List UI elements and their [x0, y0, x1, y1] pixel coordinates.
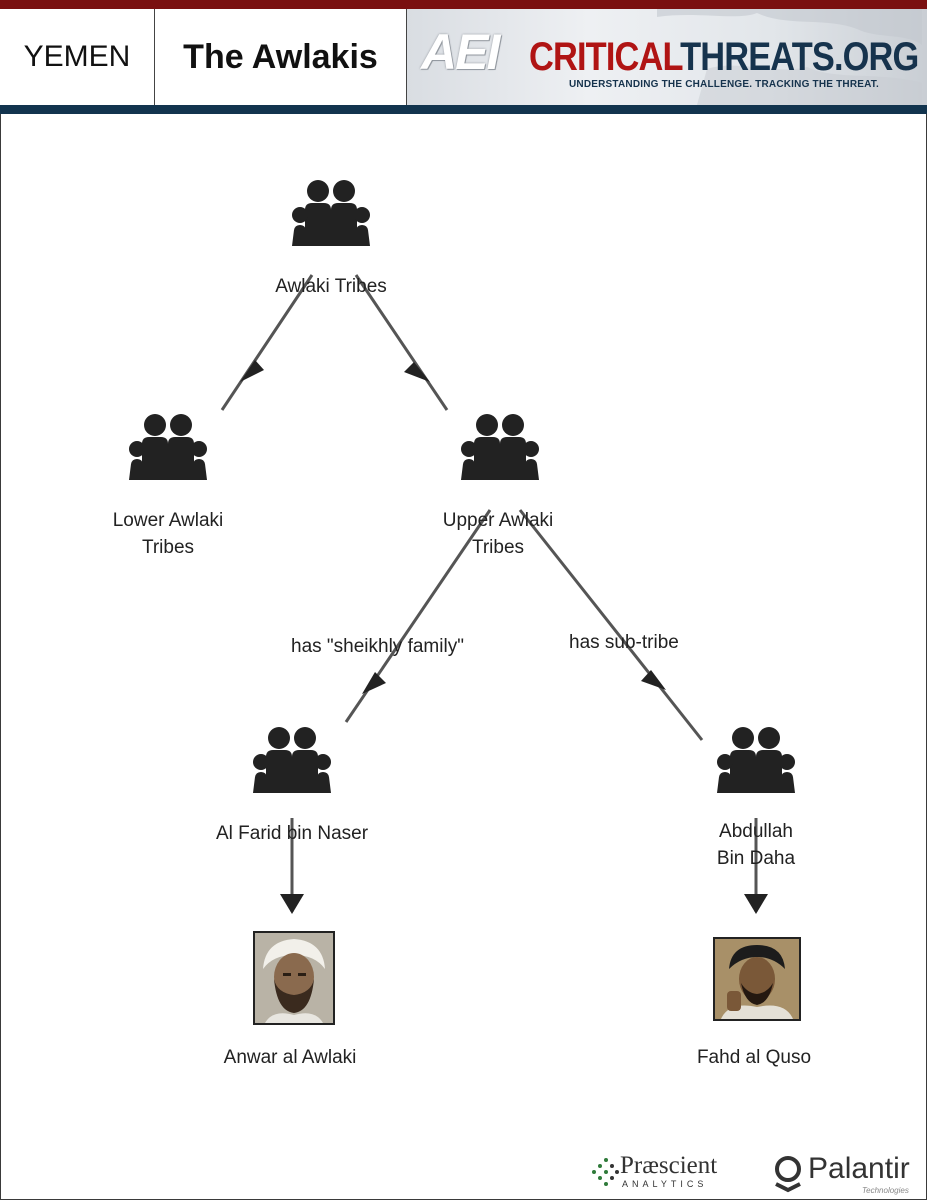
arrowhead-alfarid: [362, 672, 386, 694]
node-label-fahd: Fahd al Quso: [696, 1047, 812, 1068]
group-icon-awlaki-tribes: [292, 180, 370, 246]
palantir-ring-icon: [775, 1156, 801, 1193]
world-map-background: [657, 9, 922, 105]
prescient-dots-icon: [592, 1158, 619, 1186]
palantir-logo[interactable]: Palantir Technologies: [772, 1150, 922, 1195]
prescient-analytics-logo[interactable]: Præscient ANALYTICS: [590, 1152, 740, 1192]
node-label-abdullah-bin-daha: Abdullah Bin Daha: [716, 821, 796, 869]
group-icon-lower-awlaki: [129, 414, 207, 480]
country-label: YEMEN: [0, 9, 155, 105]
diagram-arrowheads: [240, 360, 768, 914]
arrowhead-lower: [240, 360, 264, 382]
node-label-lower-awlaki: Lower Awlaki Tribes: [112, 510, 224, 558]
brand-tagline: UNDERSTANDING THE CHALLENGE. TRACKING TH…: [569, 79, 879, 90]
palantir-sub: Technologies: [862, 1186, 909, 1195]
person-photo-fahd[interactable]: [713, 937, 801, 1021]
aei-logo: AEI: [421, 24, 500, 80]
page-title: The Awlakis: [155, 9, 407, 105]
header: YEMEN The Awlakis AEI CRITICALTHREATS.OR…: [0, 9, 927, 105]
node-label-anwar: Anwar al Awlaki: [223, 1047, 357, 1068]
group-icon-abdullah-bin-daha: [717, 727, 795, 793]
group-icon-al-farid: [253, 727, 331, 793]
edge-awlaki-to-lower: [220, 274, 314, 411]
portrait-fahd: [715, 939, 799, 1019]
arrowhead-abdullah: [641, 670, 666, 690]
diagram-edges: [220, 274, 758, 912]
edge-label-sheikhly: has "sheikhly family": [291, 636, 464, 657]
edge-upper-to-abdullah: [518, 509, 704, 741]
arrowhead-upper: [404, 362, 430, 382]
node-label-upper-awlaki: Upper Awlaki Tribes: [442, 510, 554, 558]
node-label-al-farid: Al Farid bin Naser: [215, 823, 369, 844]
arrowhead-fahd: [744, 894, 768, 914]
portrait-anwar: [255, 933, 333, 1023]
header-bottom-bar: [0, 105, 927, 114]
node-label-awlaki-tribes: Awlaki Tribes: [275, 276, 387, 297]
edge-label-subtribe: has sub-tribe: [569, 632, 679, 653]
person-photo-anwar[interactable]: [253, 931, 335, 1025]
critical-threats-logo: CRITICALTHREATS.ORG: [529, 35, 919, 80]
edge-awlaki-to-upper: [354, 274, 449, 411]
brand-banner[interactable]: AEI CRITICALTHREATS.ORG UNDERSTANDING TH…: [407, 9, 927, 105]
arrowhead-anwar: [280, 894, 304, 914]
brand-name-part1: CRITICAL: [529, 35, 681, 79]
prescient-sub: ANALYTICS: [622, 1179, 708, 1189]
prescient-name: Præscient: [620, 1152, 718, 1179]
brand-name-part2: THREATS.ORG: [680, 35, 919, 79]
header-top-bar: [0, 0, 927, 9]
group-icon-upper-awlaki: [461, 414, 539, 480]
palantir-name: Palantir: [808, 1152, 910, 1185]
